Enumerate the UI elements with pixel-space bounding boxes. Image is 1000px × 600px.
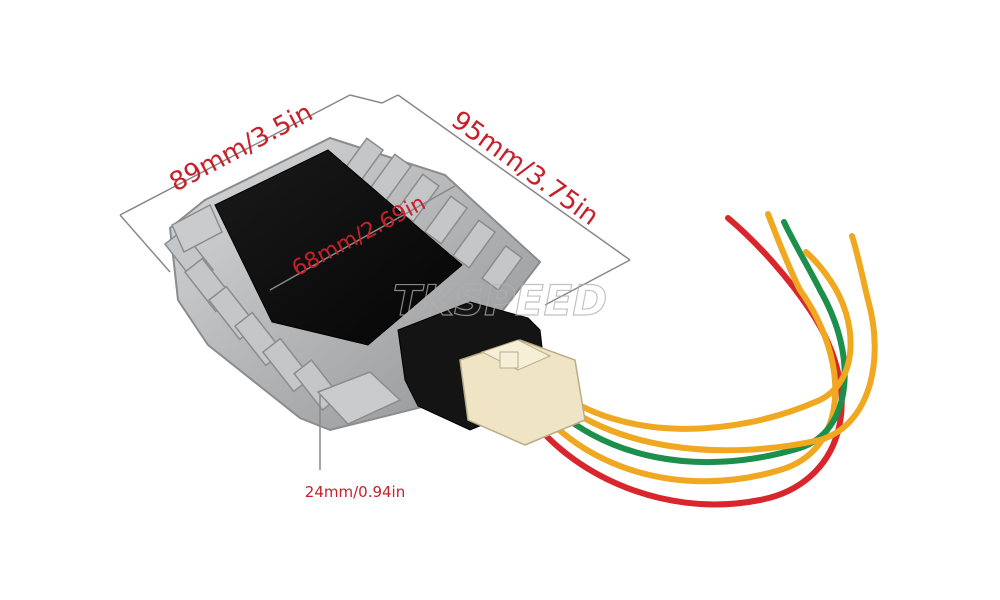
wire-red — [517, 215, 845, 508]
connector-plug — [459, 339, 586, 446]
wire-yellow-2 — [545, 233, 878, 454]
wire-green — [537, 219, 848, 465]
wire-bundle — [517, 211, 878, 508]
watermark-logo: TKSPEED — [393, 276, 607, 325]
wire-yellow-1 — [527, 211, 839, 485]
label-height: 24mm/0.94in — [305, 483, 405, 501]
wire-yellow-3 — [553, 249, 854, 432]
black-face-panel — [214, 149, 463, 346]
dimension-lines — [119, 94, 631, 470]
